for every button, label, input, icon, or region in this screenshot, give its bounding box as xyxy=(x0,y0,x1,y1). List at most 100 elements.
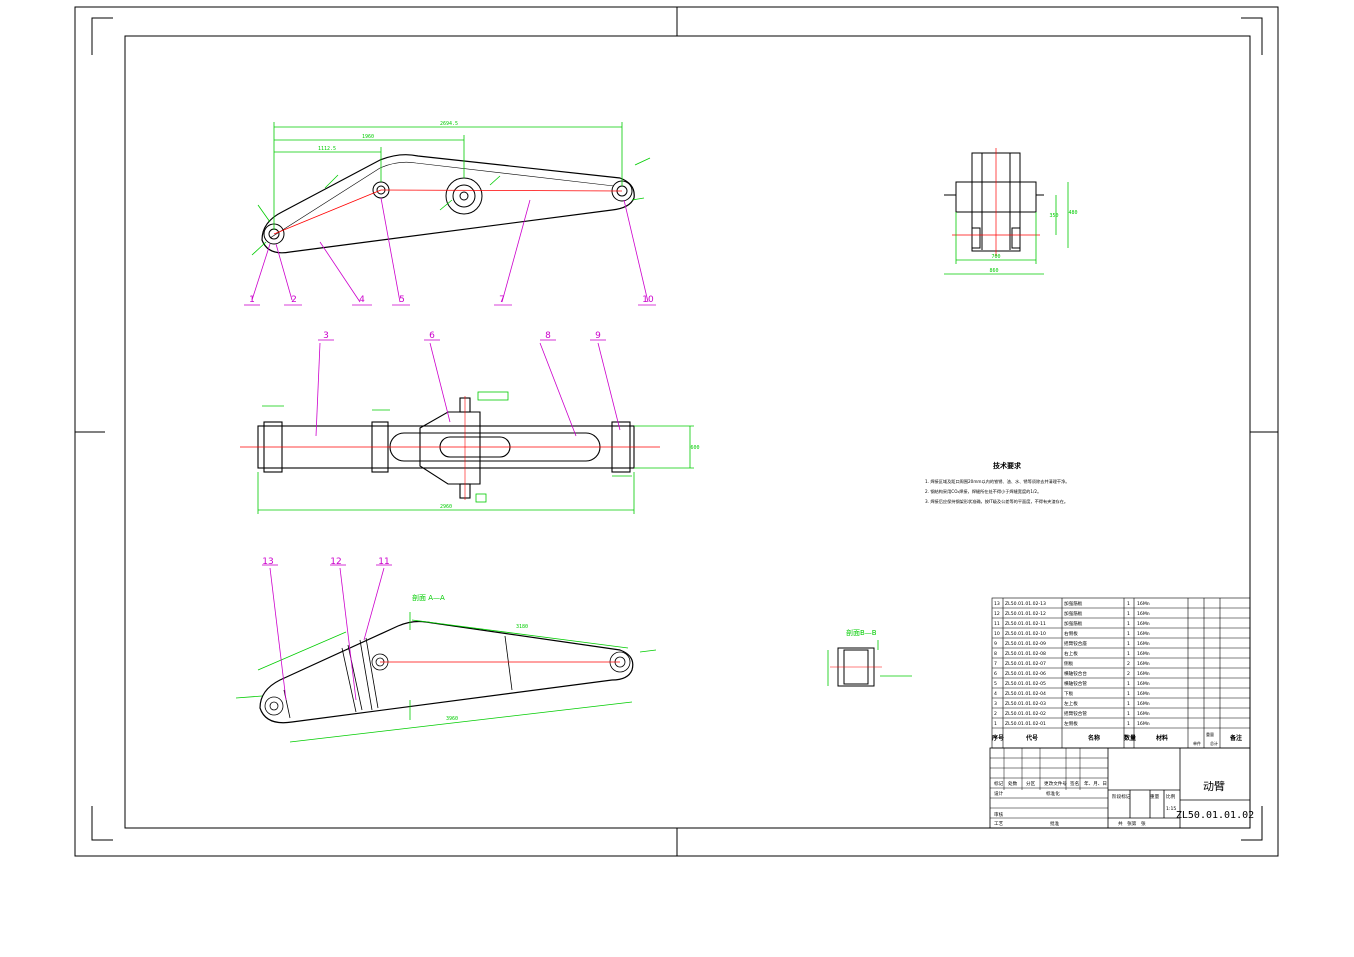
tb-standardize: 标准化 xyxy=(1046,790,1060,797)
balloon-4: 4 xyxy=(359,295,365,305)
bom-h-seq: 序号 xyxy=(991,734,1004,742)
bom-cell-name: 下板 xyxy=(1064,690,1074,697)
bom-cell-qty: 1 xyxy=(1127,641,1130,647)
tb-sign-4: 更改文件号 xyxy=(1044,780,1067,787)
tb-sign-2: 处数 xyxy=(1008,780,1018,787)
bom-cell-code: ZL50.01.01.02-01 xyxy=(1005,721,1046,727)
side-view: 700 860 350 480 xyxy=(944,148,1078,275)
bom-cell-mat: 16Mn xyxy=(1137,681,1150,687)
dim-top-overall: 2694.5 xyxy=(440,121,458,127)
bom-cell-mat: 16Mn xyxy=(1137,721,1150,727)
bom-h-code: 代号 xyxy=(1025,734,1038,742)
bom-cell-seq: 9 xyxy=(994,641,997,647)
bom-cell-seq: 8 xyxy=(994,651,997,657)
balloon-8: 8 xyxy=(545,331,551,341)
tb-ratio: 比例 xyxy=(1166,793,1176,800)
dim-bot-len2: 3960 xyxy=(446,716,458,722)
balloon-6: 6 xyxy=(429,331,435,341)
balloon-12: 12 xyxy=(330,557,341,567)
bom-cell-mat: 16Mn xyxy=(1137,651,1150,657)
bom-cell-code: ZL50.01.01.02-11 xyxy=(1005,621,1046,627)
bom-cell-seq: 1 xyxy=(994,721,997,727)
bom-cell-code: ZL50.01.01.02-13 xyxy=(1005,601,1046,607)
bom-cell-name: 摇臂铰合座 xyxy=(1064,640,1087,647)
balloon-3: 3 xyxy=(323,331,329,341)
bom-cell-qty: 1 xyxy=(1127,611,1130,617)
balloon-13: 13 xyxy=(262,557,273,567)
bom-h-qty: 数量 xyxy=(1124,734,1136,742)
elevation-view: 2694.5 1960 1112.5 1 2 4 5 7 10 xyxy=(244,121,656,306)
tb-weight: 重量 xyxy=(1150,793,1160,800)
bom-h-single: 单件 xyxy=(1193,740,1201,746)
bom-cell-mat: 16Mn xyxy=(1137,671,1150,677)
bom-cell-name: 摇臂铰合管 xyxy=(1064,710,1087,717)
tech-item-2: 2. 钢结构采用CO₂焊接，焊缝所在处不得小于焊缝宽度的1/2。 xyxy=(925,488,1041,495)
bom-cell-seq: 4 xyxy=(994,691,997,697)
tb-stage: 阶段标记 xyxy=(1112,793,1131,800)
bom-cell-code: ZL50.01.01.02-04 xyxy=(1005,691,1046,697)
balloon-10: 10 xyxy=(642,295,654,305)
bom-cell-qty: 1 xyxy=(1127,681,1130,687)
dim-side-h1: 350 xyxy=(1049,213,1058,219)
title-block: 标记 处数 分区 更改文件号 签名 年、月、日 设计 标准化 审核 工艺 批准 … xyxy=(989,747,1254,829)
bom-cell-seq: 2 xyxy=(994,711,997,717)
balloon-1: 1 xyxy=(249,295,255,305)
bom-h-material: 材料 xyxy=(1155,734,1168,742)
bom-cell-seq: 12 xyxy=(994,611,1000,617)
bom-cell-name: 侧板 xyxy=(1064,660,1074,667)
balloon-11: 11 xyxy=(378,557,389,567)
tech-item-1: 1. 焊接区域及距口周围20mm以内的铁锈、油、水、锈等须除去并清理干净。 xyxy=(925,478,1069,485)
bom-h-name: 名称 xyxy=(1088,734,1100,742)
bom-cell-name: 横轴铰合管 xyxy=(1064,680,1087,687)
bom-cell-seq: 10 xyxy=(994,631,1000,637)
bom-cell-code: ZL50.01.01.02-05 xyxy=(1005,681,1046,687)
bom-cell-mat: 16Mn xyxy=(1137,691,1150,697)
section-label-b-b: 剖面B—B xyxy=(846,628,877,637)
bom-cell-qty: 2 xyxy=(1127,671,1130,677)
tech-requirements: 技术要求 1. 焊接区域及距口周围20mm以内的铁锈、油、水、锈等须除去并清理干… xyxy=(925,461,1069,505)
bom-cell-mat: 16Mn xyxy=(1137,711,1150,717)
bom-cell-name: 左上板 xyxy=(1064,700,1078,707)
bom-cell-name: 左侧板 xyxy=(1064,720,1078,727)
dim-mid-overall: 2960 xyxy=(440,504,452,510)
bom-cell-mat: 16Mn xyxy=(1137,641,1150,647)
section-a-a-view: 3180 3960 剖面 A—A 13 12 11 xyxy=(235,557,657,743)
tb-design: 设计 xyxy=(994,790,1004,797)
sheet-frame xyxy=(74,6,1279,857)
bom-cell-code: ZL50.01.01.02-03 xyxy=(1005,701,1046,707)
boom-outline-top xyxy=(261,154,635,254)
tb-sheets: 共 张第 张 xyxy=(1118,820,1146,827)
bom-cell-code: ZL50.01.01.02-12 xyxy=(1005,611,1046,617)
bom-cell-name: 加强筋板 xyxy=(1064,610,1083,617)
balloon-9: 9 xyxy=(595,331,601,341)
tb-sign-1: 标记 xyxy=(994,780,1004,787)
bom-cell-code: ZL50.01.01.02-09 xyxy=(1005,641,1046,647)
bom-cell-qty: 1 xyxy=(1127,651,1130,657)
bom-cell-qty: 1 xyxy=(1127,601,1130,607)
dim-mid-height: 600 xyxy=(690,445,699,451)
tb-approve: 批准 xyxy=(1050,820,1060,827)
bom-h-remark: 备注 xyxy=(1229,734,1242,742)
bom-cell-mat: 16Mn xyxy=(1137,631,1150,637)
bom-cell-code: ZL50.01.01.02-02 xyxy=(1005,711,1046,717)
bom-cell-name: 横轴铰合台 xyxy=(1064,670,1087,677)
tb-sign-3: 分区 xyxy=(1026,780,1036,787)
bom-cell-seq: 5 xyxy=(994,681,997,687)
bom-cell-qty: 1 xyxy=(1127,721,1130,727)
part-name: 动臂 xyxy=(1203,780,1225,793)
bom-cell-seq: 13 xyxy=(994,601,1000,607)
bom-h-total: 总计 xyxy=(1210,740,1218,746)
tb-review: 审核 xyxy=(994,811,1004,818)
drawing-number: ZL50.01.01.02 xyxy=(1176,810,1254,821)
balloon-7: 7 xyxy=(499,295,505,305)
section-b-b-view: 剖面B—B xyxy=(827,628,912,687)
bom-cell-qty: 2 xyxy=(1127,661,1130,667)
bom-cell-name: 右上板 xyxy=(1064,650,1078,657)
bom-cell-mat: 16Mn xyxy=(1137,661,1150,667)
balloon-2: 2 xyxy=(291,295,297,305)
dim-side-outer: 860 xyxy=(989,268,998,274)
dim-bot-len1: 3180 xyxy=(516,624,528,630)
tb-sign-6: 年、月、日 xyxy=(1084,780,1107,787)
bom-cell-qty: 1 xyxy=(1127,621,1130,627)
